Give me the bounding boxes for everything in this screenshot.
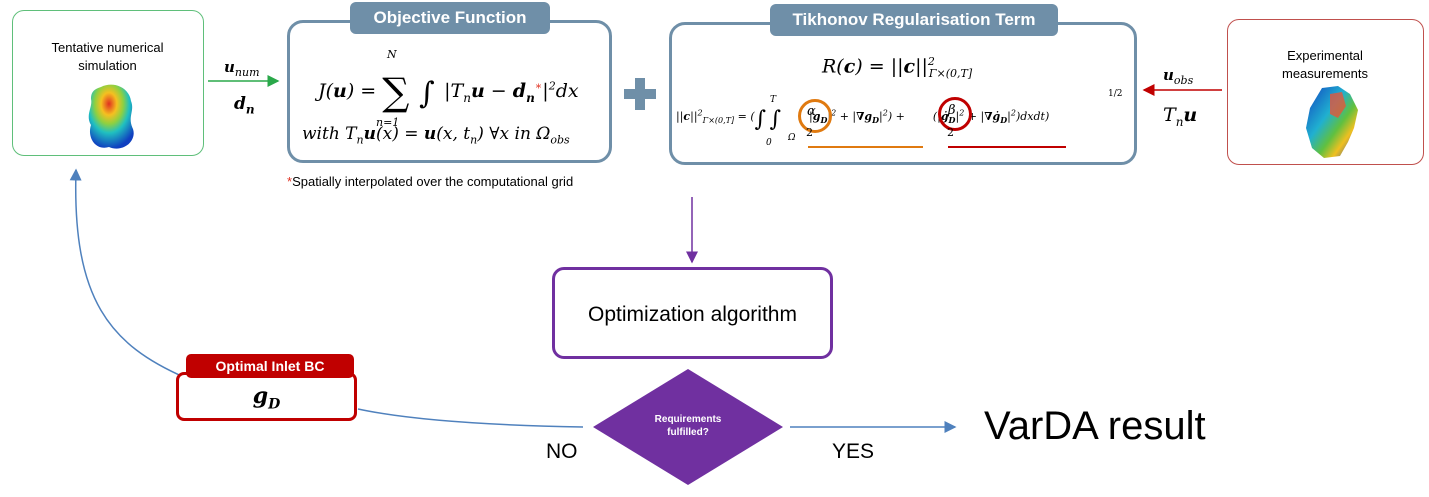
sim-output-d: dn bbox=[234, 94, 255, 117]
optimal-bc-title: Optimal Inlet BC bbox=[186, 354, 354, 378]
experiment-image bbox=[1306, 86, 1358, 158]
alpha-denominator: 2 bbox=[806, 126, 813, 139]
time-integral-upper: T bbox=[770, 95, 777, 105]
alpha-underline bbox=[808, 146, 923, 148]
experiment-box: Experimental measurements bbox=[1227, 19, 1424, 165]
alpha-highlight-circle bbox=[798, 99, 832, 133]
optimization-box: Optimization algorithm bbox=[552, 267, 833, 359]
footnote-star: * bbox=[287, 174, 293, 189]
objective-box: J(u) = ∑ ∫ |Tnu − dn∗|2dx N n=1 with Tnu… bbox=[287, 20, 612, 163]
experiment-label: Experimental measurements bbox=[1228, 47, 1422, 83]
exp-output-Tu: Tnu bbox=[1163, 104, 1198, 129]
experiment-label-line1: Experimental bbox=[1287, 48, 1363, 63]
beta-denominator: 2 bbox=[947, 126, 954, 139]
sim-output-u: unum bbox=[224, 58, 260, 79]
plus-operator-icon bbox=[624, 78, 656, 110]
simulation-label-line2: simulation bbox=[78, 58, 137, 73]
simulation-image bbox=[88, 84, 134, 149]
objective-title: Objective Function bbox=[350, 2, 550, 34]
objective-footnote: *Spatially interpolated over the computa… bbox=[287, 174, 573, 189]
tikhonov-formula-expanded: ||c||2Γ×(0,T] = (∫ ∫ |gD|2 + |∇gD|2) + (… bbox=[676, 107, 1050, 132]
exp-output-u: uobs bbox=[1163, 66, 1194, 87]
tikhonov-formula-main: R(c) = ||c||2Γ×(0,T] bbox=[822, 55, 973, 81]
experiment-label-line2: measurements bbox=[1282, 66, 1368, 81]
optimal-bc-symbol: gD bbox=[252, 383, 281, 413]
time-integral-lower: 0 bbox=[766, 138, 772, 148]
tikhonov-box: R(c) = ||c||2Γ×(0,T] ||c||2Γ×(0,T] = (∫ … bbox=[669, 22, 1137, 165]
tikhonov-exponent: 1/2 bbox=[1108, 89, 1123, 99]
decision-line1: Requirements bbox=[654, 414, 722, 425]
alpha-symbol: α bbox=[807, 104, 816, 119]
objective-formula: J(u) = ∑ ∫ |Tnu − dn∗|2dx bbox=[318, 70, 579, 114]
footnote-text: Spatially interpolated over the computat… bbox=[292, 174, 574, 189]
objective-constraint: with Tnu(x) = u(x, tn) ∀x in Ωobs bbox=[302, 124, 570, 147]
simulation-label-line1: Tentative numerical bbox=[51, 40, 164, 55]
beta-underline bbox=[948, 146, 1066, 148]
arrow-no-to-bc bbox=[357, 408, 584, 428]
space-integral-lower: Ω bbox=[788, 133, 796, 143]
sum-upper-limit: N bbox=[387, 48, 397, 61]
yes-label: YES bbox=[832, 440, 875, 463]
optimal-bc-box: gD bbox=[176, 372, 357, 421]
optimization-label: Optimization algorithm bbox=[588, 303, 797, 326]
result-label: VarDA result bbox=[984, 404, 1206, 448]
beta-symbol: β bbox=[948, 103, 956, 118]
beta-highlight-circle bbox=[938, 97, 972, 131]
simulation-label: Tentative numerical simulation bbox=[13, 39, 202, 75]
decision-label: Requirements fulfilled? bbox=[618, 413, 758, 439]
no-label: NO bbox=[546, 440, 578, 463]
decision-diamond bbox=[593, 369, 783, 485]
decision-line2: fulfilled? bbox=[667, 427, 709, 438]
arrow-bc-to-sim bbox=[69, 168, 187, 379]
sum-lower-limit: n=1 bbox=[376, 116, 400, 129]
tikhonov-title: Tikhonov Regularisation Term bbox=[770, 4, 1058, 36]
simulation-box: Tentative numerical simulation bbox=[12, 10, 204, 156]
